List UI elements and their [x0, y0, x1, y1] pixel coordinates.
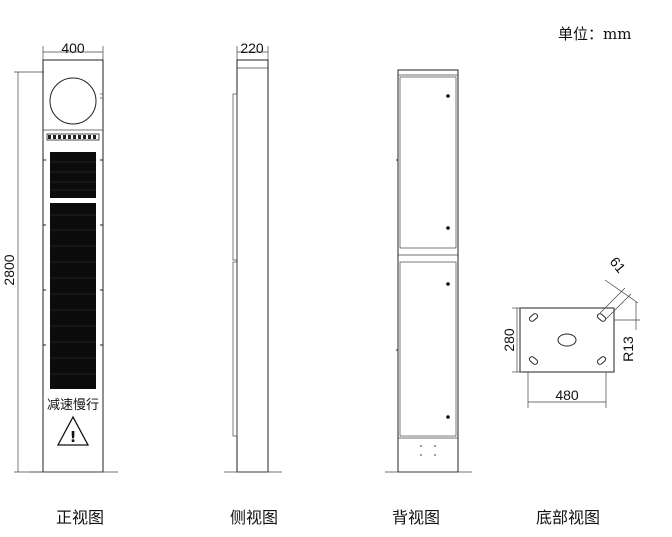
side-housing — [236, 59, 269, 473]
bottom-diagonal-dim: 61 — [607, 254, 629, 276]
lower-door-lock-top — [446, 282, 450, 286]
camera-lens — [49, 77, 97, 125]
back-housing — [397, 69, 459, 473]
bottom-radius-dim: R13 — [620, 336, 636, 362]
side-view-caption: 侧视图 — [230, 508, 278, 527]
led-indicator-strip — [46, 133, 100, 141]
warning-triangle-icon — [56, 415, 90, 446]
mounting-holes — [528, 313, 607, 365]
front-width-dim: 400 — [61, 40, 85, 56]
side-upper-panel-edge — [232, 93, 238, 261]
warning-exclamation: ! — [70, 428, 77, 446]
unit-label: 单位：mm — [558, 25, 631, 43]
front-height-dim: 2800 — [1, 254, 17, 285]
lower-door-lock-bottom — [446, 415, 450, 419]
upper-door-lock-top — [446, 94, 450, 98]
front-view-caption: 正视图 — [56, 508, 104, 527]
back-upper-door — [399, 76, 457, 249]
upper-display-panel — [50, 152, 96, 198]
back-view-caption: 背视图 — [392, 508, 440, 527]
side-view: 220 — [224, 40, 282, 473]
bottom-width-dim: 480 — [555, 387, 579, 403]
bottom-view: 280 480 61 R13 — [501, 254, 640, 408]
back-view — [385, 69, 472, 473]
upper-door-lock-bottom — [446, 226, 450, 230]
slow-down-sign-text: 减速慢行 — [47, 397, 99, 413]
side-width-dim: 220 — [240, 40, 264, 56]
front-view: 400 2800 — [1, 40, 118, 473]
bottom-height-dim: 280 — [501, 328, 517, 352]
cable-hole — [557, 333, 577, 347]
base-plate — [519, 307, 615, 373]
lower-display-panel — [50, 203, 96, 389]
bottom-view-caption: 底部视图 — [536, 508, 600, 527]
side-lower-panel-edge — [232, 261, 238, 437]
back-lower-door — [399, 261, 457, 437]
